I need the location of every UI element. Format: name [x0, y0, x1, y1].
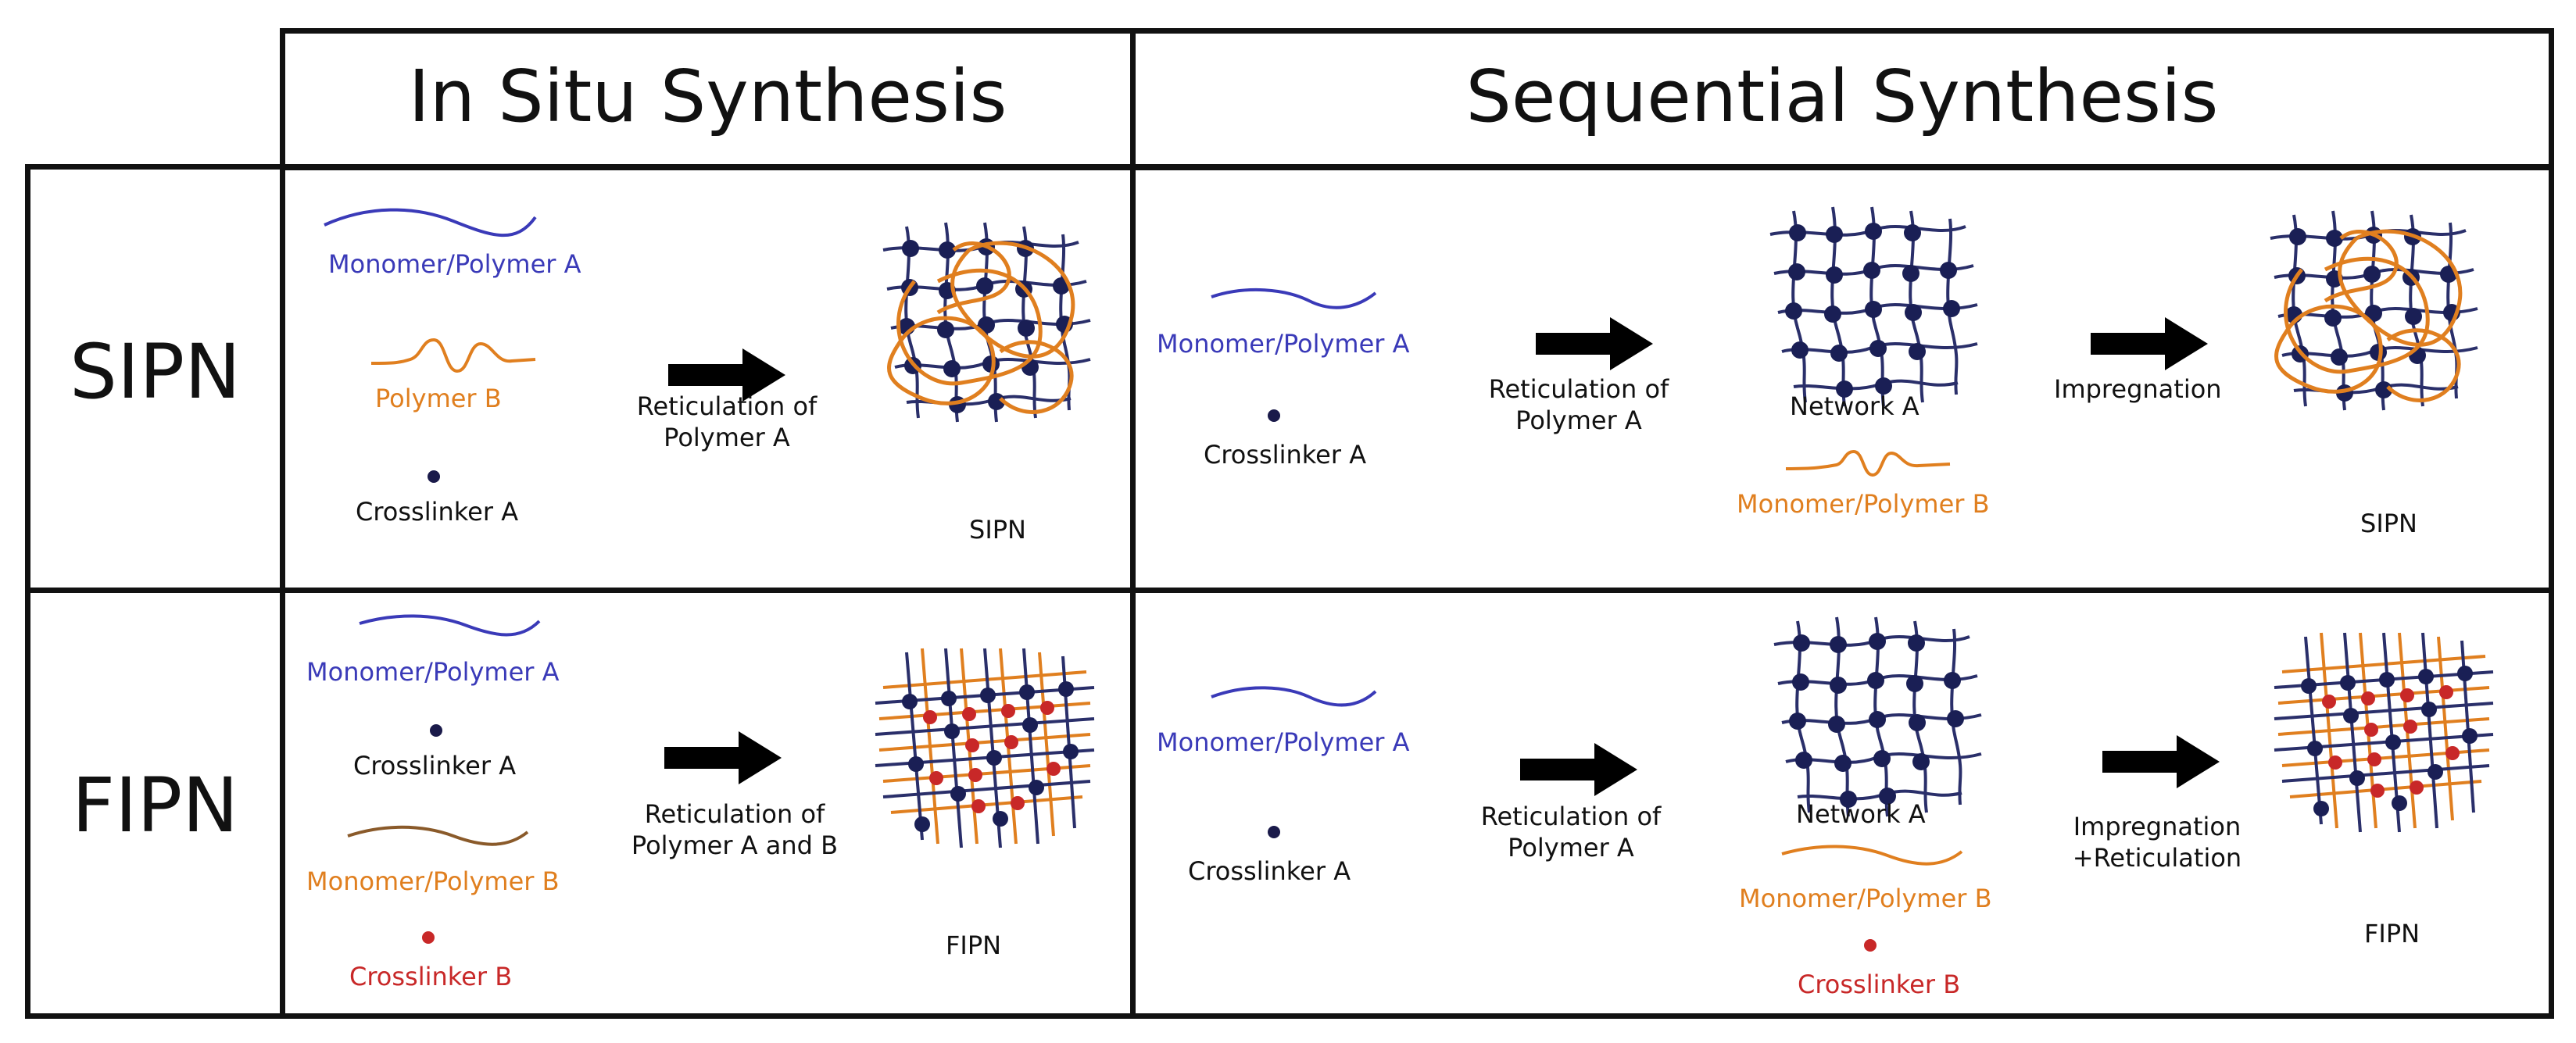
fipn-insitu-result-label: FIPN — [946, 930, 1002, 960]
sipn-seq-step1-label: Reticulation of Polymer A — [1488, 374, 1669, 435]
fipn-insitu-monomer-a-label: Monomer/Polymer A — [306, 657, 560, 687]
arrow-icon — [664, 731, 782, 784]
sipn-seq-result-label: SIPN — [2360, 509, 2417, 538]
polymer-b-chain-icon — [1781, 845, 1963, 866]
sipn-network-icon — [883, 227, 1094, 438]
crosslinker-a-dot-icon — [1268, 826, 1280, 838]
polymer-b-chain-icon — [1785, 449, 1951, 477]
fipn-seq-step1-label: Reticulation of Polymer A — [1480, 802, 1662, 863]
sipn-insitu-monomer-a-label: Monomer/Polymer A — [328, 249, 581, 279]
sipn-insitu-polymer-b-label: Polymer B — [375, 384, 502, 413]
fipn-seq-monomer-a-label: Monomer/Polymer A — [1157, 727, 1410, 757]
fipn-seq-crosslinker-b-label: Crosslinker B — [1798, 970, 1961, 999]
fipn-network-icon — [2273, 631, 2495, 834]
arrow-icon — [1536, 317, 1653, 370]
fipn-insitu-step-label: Reticulation of Polymer A and B — [631, 799, 839, 860]
fipn-seq-step2-label: Impregnation +Reticulation — [2072, 812, 2242, 873]
sipn-insitu-step-label: Reticulation of Polymer A — [636, 391, 818, 452]
crosslinker-a-dot-icon — [430, 724, 442, 737]
arrow-icon — [2091, 317, 2208, 370]
row-label-fipn: FIPN — [71, 762, 239, 849]
fipn-insitu-monomer-b-label: Monomer/Polymer B — [306, 866, 560, 896]
sipn-seq-monomer-b-label: Monomer/Polymer B — [1737, 489, 1990, 519]
fipn-seq-result-label: FIPN — [2364, 919, 2420, 948]
sipn-insitu-crosslinker-a-label: Crosslinker A — [356, 497, 519, 527]
header-in-situ: In Situ Synthesis — [408, 55, 1007, 138]
arrow-icon — [2102, 735, 2220, 788]
sipn-network-icon — [2270, 215, 2481, 426]
fipn-insitu-crosslinker-a-label: Crosslinker A — [353, 751, 517, 780]
polymer-a-chain-icon — [359, 614, 541, 637]
network-a-icon — [1773, 616, 1983, 818]
row-label-sipn: SIPN — [70, 328, 241, 416]
crosslinker-b-dot-icon — [422, 931, 435, 944]
fipn-seq-monomer-b-label: Monomer/Polymer B — [1739, 884, 1992, 913]
column-divider-middle — [1130, 28, 1136, 1019]
row-divider — [25, 588, 2554, 593]
sipn-seq-step2-label: Impregnation — [2054, 374, 2222, 404]
network-a-icon — [1769, 205, 1979, 408]
polymer-a-chain-icon — [324, 208, 537, 238]
polymer-b-chain-icon — [347, 825, 529, 846]
polymer-a-chain-icon — [1211, 288, 1377, 309]
fipn-network-icon — [874, 647, 1096, 849]
crosslinker-a-dot-icon — [428, 470, 440, 483]
fipn-seq-crosslinker-a-label: Crosslinker A — [1188, 856, 1351, 886]
polymer-a-chain-icon — [1211, 686, 1377, 707]
sipn-seq-monomer-a-label: Monomer/Polymer A — [1157, 329, 1410, 359]
sipn-seq-network-a-label: Network A — [1790, 391, 1919, 421]
arrow-icon — [1520, 743, 1637, 796]
polymer-b-chain-icon — [370, 338, 536, 373]
header-sequential: Sequential Synthesis — [1465, 55, 2219, 138]
crosslinker-a-dot-icon — [1268, 409, 1280, 422]
fipn-seq-network-a-label: Network A — [1796, 799, 1926, 829]
sipn-seq-crosslinker-a-label: Crosslinker A — [1204, 440, 1367, 470]
fipn-insitu-crosslinker-b-label: Crosslinker B — [349, 962, 513, 991]
crosslinker-b-dot-icon — [1864, 939, 1877, 952]
sipn-insitu-result-label: SIPN — [969, 515, 1026, 545]
